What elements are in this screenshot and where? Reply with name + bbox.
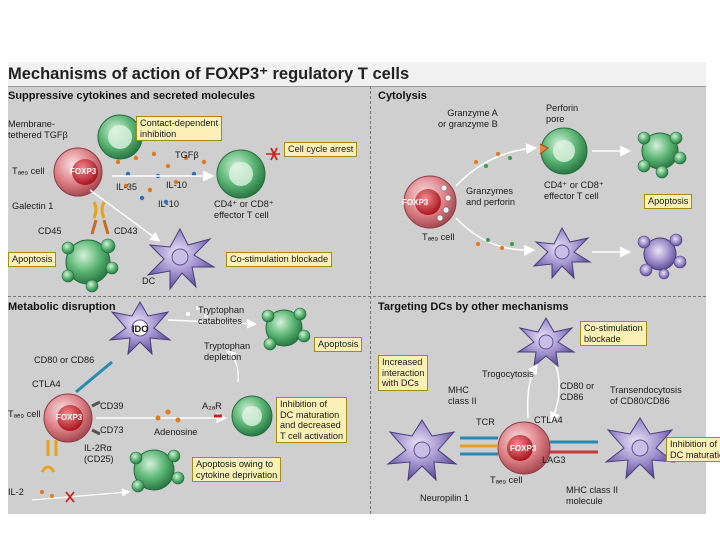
deprivation-box: Apoptosis owing to cytokine deprivation (192, 457, 282, 482)
ido-label: IDO (132, 324, 149, 334)
treg-label-d: Tₐₑ₉ cell (490, 475, 523, 485)
panel-c-heading: Metabolic disruption (8, 301, 116, 313)
figure-title: Mechanisms of action of FOXP3⁺ regulator… (8, 65, 410, 83)
perforin-pore-label: Perforin pore (546, 103, 579, 124)
a2ar-label: A₂ₐR (202, 401, 222, 411)
panel-divider-horizontal (8, 296, 706, 297)
trogocytosis-label: Trogocytosis (482, 369, 534, 379)
ctla4-label-d: CTLA4 (534, 415, 563, 425)
panel-metabolic-disruption: Metabolic disruption IDO Tryptophan cata… (8, 297, 370, 514)
cd43-label: CD43 (114, 226, 138, 236)
effector-cell-label-b: CD4⁺ or CD8⁺ effector T cell (544, 180, 604, 201)
treg-label-c: Tₐₑ₉ cell (8, 409, 41, 419)
inhibition-box-c: Inhibition of DC maturation and decrease… (276, 397, 348, 443)
panel-a-heading: Suppressive cytokines and secreted molec… (8, 90, 256, 102)
tcr-label: TCR (476, 417, 495, 427)
tgfb-label: TGFβ (175, 150, 199, 160)
panel-suppressive-cytokines: Suppressive cytokines and secreted molec… (8, 86, 370, 296)
panel-targeting-dcs: Targeting DCs by other mechanisms Co-sti… (370, 297, 720, 514)
il35-label: IL-35 (116, 182, 137, 192)
adenosine-label: Adenosine (154, 427, 198, 437)
apoptosis-box-a: Apoptosis (8, 252, 57, 267)
transendocytosis-label: Transendocytosis of CD80/CD86 (610, 385, 682, 406)
granzyme-label: Granzyme A or granzyme B (438, 108, 498, 129)
costim-blockade-box-d: Co-stimulation blockade (580, 321, 647, 346)
figure: Mechanisms of action of FOXP3⁺ regulator… (8, 62, 720, 514)
inhibition-box-d: Inhibition of DC maturation (666, 437, 720, 462)
foxp3-label-c: FOXP3 (56, 413, 83, 422)
dc-label: DC (142, 276, 156, 286)
panel-a-art (53, 114, 280, 293)
cd39-label: CD39 (100, 401, 124, 411)
trp-depletion-label: Tryptophan depletion (204, 341, 251, 362)
cd45-label: CD45 (38, 226, 62, 236)
cd73-label: CD73 (100, 425, 124, 435)
cell-cycle-arrest-box: Cell cycle arrest (284, 142, 358, 157)
il10-label-a: IL-10 (166, 180, 187, 190)
granzymes-perforin-label: Granzymes and perforin (466, 186, 516, 207)
mhc2-molecule-label: MHC class II molecule (566, 485, 619, 506)
il10-label-b: IL-10 (158, 199, 179, 209)
effector-cell-label: CD4⁺ or CD8⁺ effector T cell (214, 199, 274, 220)
cd80-86-label-d: CD80 or CD86 (560, 381, 595, 402)
trp-catabolites-label: Tryptophan catabolites (198, 305, 245, 326)
apoptosis-box-b: Apoptosis (644, 194, 693, 209)
panel-b-heading: Cytolysis (378, 90, 427, 102)
contact-inhibition-box: Contact-dependent inhibition (136, 116, 223, 141)
figure-artwork (31, 114, 687, 503)
galectin-label: Galectin 1 (12, 201, 54, 211)
title-bar: Mechanisms of action of FOXP3⁺ regulator… (8, 62, 706, 87)
il2-label: IL-2 (8, 487, 24, 497)
membrane-tgfb-label: Membrane- tethered TGFβ (8, 119, 68, 140)
panel-divider-vertical (370, 86, 371, 514)
foxp3-label-d: FOXP3 (510, 444, 537, 453)
foxp3-label: FOXP3 (70, 167, 97, 176)
il2ra-label: IL-2Rα (CD25) (84, 443, 114, 464)
increased-interaction-box: Increased interaction with DCs (378, 355, 429, 391)
neuropilin-label: Neuropilin 1 (420, 493, 470, 503)
panel-c-art (31, 300, 311, 503)
foxp3-label-b: FOXP3 (402, 198, 429, 207)
panel-d-heading: Targeting DCs by other mechanisms (378, 301, 569, 313)
panel-cytolysis: Cytolysis Granzyme A or granzyme B Perfo… (370, 86, 706, 296)
lag3-label: LAG3 (542, 455, 566, 465)
panel-d-art (386, 316, 676, 482)
ctla4-label: CTLA4 (32, 379, 61, 389)
treg-label: Tₐₑ₉ cell (12, 166, 45, 176)
panel-b-art (403, 127, 687, 280)
treg-label-b: Tₐₑ₉ cell (422, 232, 455, 242)
costim-blockade-box-a: Co-stimulation blockade (226, 252, 333, 267)
mhc2-label: MHC class II (448, 385, 477, 406)
apoptosis-box-c: Apoptosis (314, 337, 363, 352)
cd80-cd86-label: CD80 or CD86 (34, 355, 95, 365)
